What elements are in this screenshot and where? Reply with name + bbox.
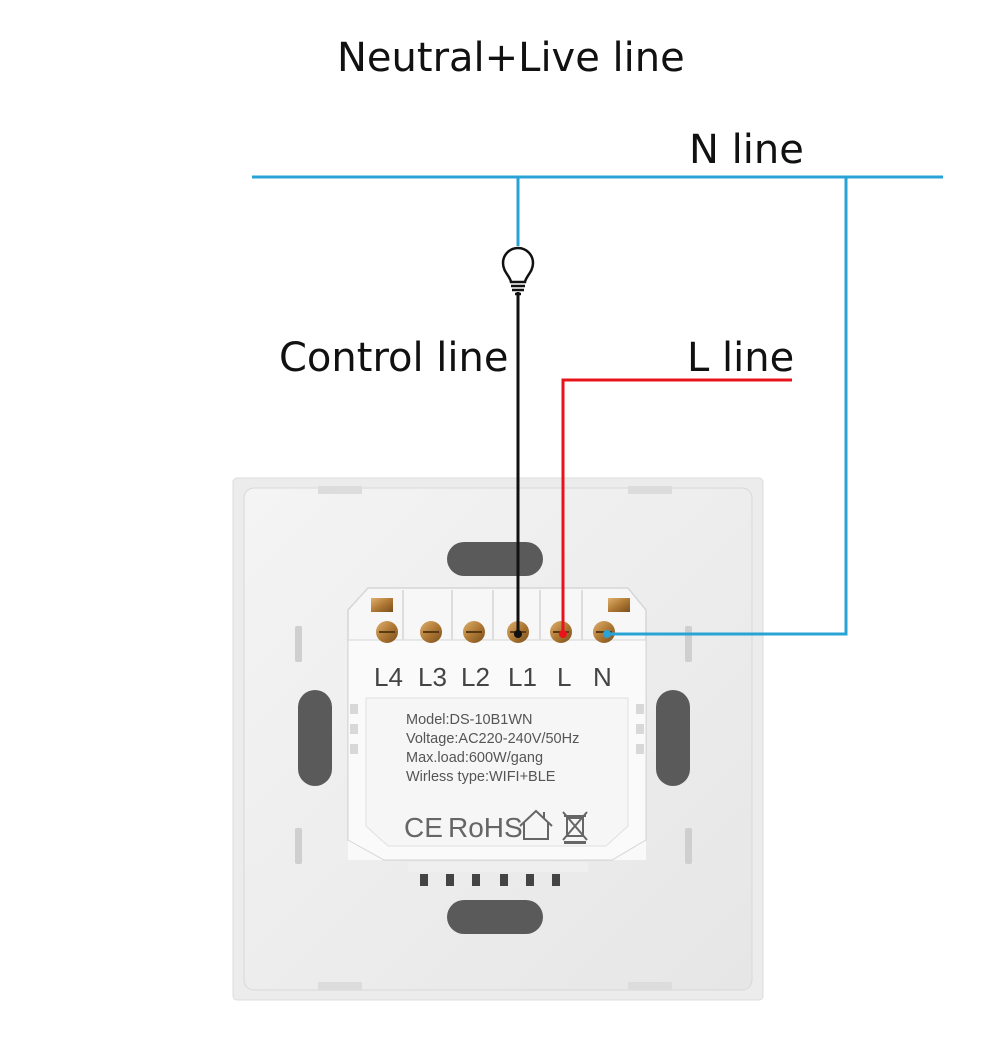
module-voltage: Voltage:AC220-240V/50Hz <box>406 731 580 747</box>
n-line-label: N line <box>689 127 804 173</box>
l-line-label: L line <box>687 335 795 381</box>
switch-module <box>347 587 647 886</box>
l-wire <box>559 378 792 638</box>
rohs-mark: RoHS <box>448 812 523 843</box>
terminal-label-l: L <box>557 662 572 692</box>
terminal-label-l3: L3 <box>418 662 447 692</box>
module-wireless: Wirless type:WIFI+BLE <box>406 769 556 785</box>
n-wire <box>252 175 943 638</box>
terminal-label-l1: L1 <box>508 662 537 692</box>
control-line-label: Control line <box>279 335 509 381</box>
control-wire <box>514 292 522 638</box>
house-icon <box>519 809 553 840</box>
terminal-label-l4: L4 <box>374 662 403 692</box>
terminal-screw-l4 <box>376 621 398 643</box>
module-model: Model:DS-10B1WN <box>406 712 533 728</box>
terminal-label-l2: L2 <box>461 662 490 692</box>
terminal-screw-l3 <box>420 621 442 643</box>
module-max-load: Max.load:600W/gang <box>406 750 544 766</box>
crossed-bin-icon <box>562 811 588 844</box>
diagram-title: Neutral+Live line <box>337 35 685 81</box>
bulb-icon <box>501 246 535 296</box>
terminal-screw-l2 <box>463 621 485 643</box>
terminal-label-n: N <box>593 662 612 692</box>
ce-mark: CE <box>404 812 443 843</box>
